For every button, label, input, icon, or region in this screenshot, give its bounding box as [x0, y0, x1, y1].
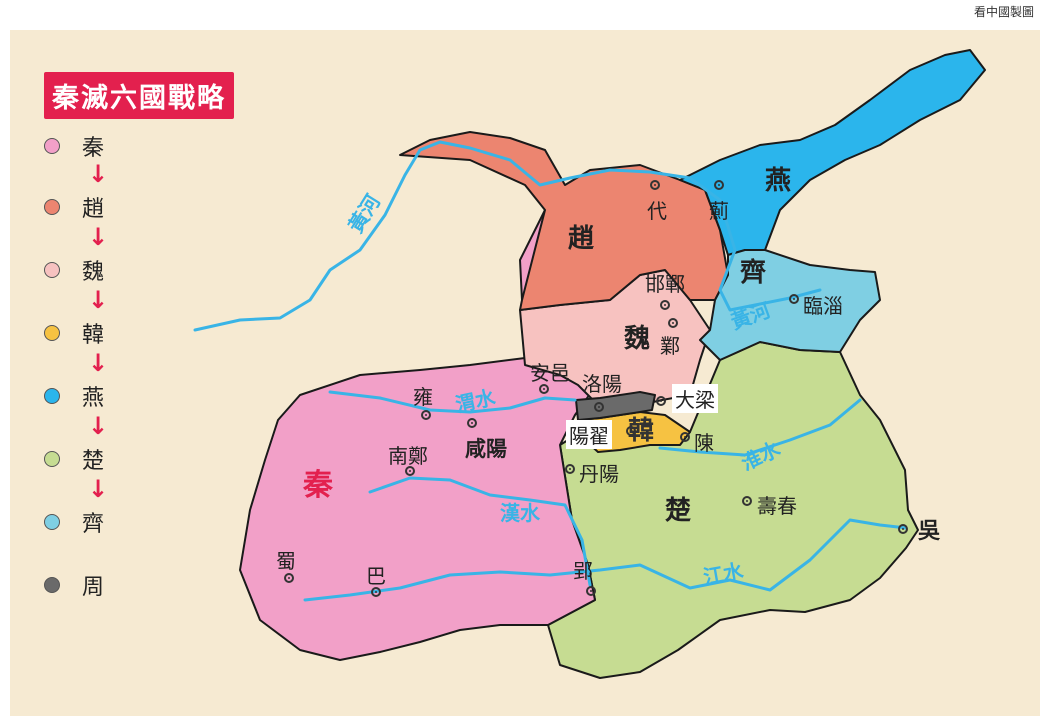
region-zhou — [575, 391, 656, 421]
legend-label-chu: 楚 — [82, 449, 105, 474]
river-label-hanshui: 漢水 — [500, 501, 540, 525]
legend-label-zhou: 周 — [82, 575, 105, 600]
city-marker-chen — [680, 432, 690, 442]
legend-swatch-yan — [44, 388, 60, 404]
city-marker-wu — [898, 524, 908, 534]
city-marker-ying — [586, 586, 596, 596]
legend-swatch-zhao — [44, 199, 60, 215]
city-marker-anyi — [539, 384, 549, 394]
city-marker-handan — [660, 300, 670, 310]
state-label-wei: 魏 — [624, 324, 651, 354]
city-label-chen: 陳 — [694, 431, 714, 455]
city-marker-shouchun — [742, 496, 752, 506]
city-marker-yangzhai — [626, 426, 636, 436]
city-label-daliang: 大梁 — [672, 384, 718, 413]
city-label-shouchun: 壽春 — [757, 494, 797, 518]
river-huaishui — [658, 398, 862, 457]
city-marker-danyang — [565, 464, 575, 474]
legend-arrow-2: ↓ — [88, 223, 109, 251]
city-marker-ba — [371, 587, 381, 597]
river-hanshui — [368, 476, 592, 587]
city-label-ji: 薊 — [709, 199, 729, 223]
credit-text: 看中國製圖 — [973, 5, 1034, 19]
city-label-handan: 邯鄲 — [645, 272, 685, 296]
legend-item-han: 韓 — [44, 320, 105, 348]
legend-label-yan: 燕 — [82, 386, 105, 411]
legend-label-zhao: 趙 — [82, 197, 105, 222]
legend-swatch-zhou — [44, 577, 60, 593]
city-label-wu: 吳 — [918, 519, 941, 544]
city-marker-shu — [284, 573, 294, 583]
legend-item-wei: 魏 — [44, 257, 105, 285]
city-label-ying: 郢 — [573, 559, 593, 583]
state-label-chu: 楚 — [665, 496, 692, 526]
state-label-qin: 秦 — [303, 468, 333, 503]
city-label-nanzheng: 南鄭 — [388, 444, 428, 468]
city-label-luoyang: 洛陽 — [582, 372, 622, 396]
city-label-ye: 鄴 — [660, 334, 680, 358]
city-label-anyi: 安邑 — [530, 361, 570, 385]
city-label-linzi: 臨淄 — [803, 294, 843, 318]
city-label-shu: 蜀 — [276, 549, 296, 573]
legend-item-zhou: 周 — [44, 572, 105, 600]
legend-label-wei: 魏 — [82, 260, 105, 285]
legend-swatch-wei — [44, 262, 60, 278]
legend-label-qin: 秦 — [82, 136, 105, 161]
legend-item-chu: 楚 — [44, 446, 105, 474]
city-marker-linzi — [789, 294, 799, 304]
city-marker-xianyang — [467, 418, 477, 428]
state-label-yan: 燕 — [765, 166, 792, 196]
city-marker-nanzheng — [405, 466, 415, 476]
region-qi — [699, 249, 881, 361]
city-label-dai: 代 — [647, 199, 667, 223]
map-title: 秦滅六國戰略 — [44, 72, 234, 119]
city-marker-luoyang — [594, 402, 604, 412]
city-marker-dai — [650, 180, 660, 190]
legend-label-qi: 齊 — [82, 512, 105, 537]
river-weishui — [328, 390, 577, 414]
city-marker-daliang — [656, 396, 666, 406]
legend-item-qin: 秦 — [44, 133, 105, 161]
city-marker-ji — [714, 180, 724, 190]
legend-arrow-5: ↓ — [88, 412, 109, 440]
legend-item-yan: 燕 — [44, 383, 105, 411]
legend-arrow-4: ↓ — [88, 349, 109, 377]
city-label-danyang: 丹陽 — [579, 462, 619, 486]
river-huanghe — [193, 140, 822, 332]
city-label-xianyang: 咸陽 — [465, 437, 507, 461]
city-label-yangzhai: 陽翟 — [566, 420, 612, 449]
legend-item-zhao: 趙 — [44, 194, 105, 222]
state-label-zhao: 趙 — [568, 224, 595, 254]
legend-item-qi: 齊 — [44, 509, 105, 537]
city-marker-ye — [668, 318, 678, 328]
legend-swatch-han — [44, 325, 60, 341]
city-label-yong: 雍 — [413, 385, 433, 409]
legend-label-han: 韓 — [82, 323, 105, 348]
legend-swatch-chu — [44, 451, 60, 467]
state-label-qi: 齊 — [740, 258, 767, 288]
river-jiangshui — [303, 518, 908, 602]
legend-swatch-qin — [44, 138, 60, 154]
legend-swatch-qi — [44, 514, 60, 530]
city-marker-yong — [421, 410, 431, 420]
legend-arrow-1: ↓ — [88, 160, 109, 188]
legend-arrow-3: ↓ — [88, 286, 109, 314]
legend-arrow-6: ↓ — [88, 475, 109, 503]
city-label-ba: 巴 — [366, 564, 386, 588]
